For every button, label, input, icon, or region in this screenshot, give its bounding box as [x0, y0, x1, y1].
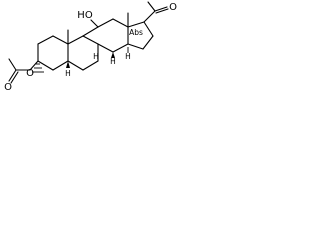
h-c5-label: H: [65, 69, 71, 78]
hydroxyl-label: HO: [77, 10, 93, 21]
h-c8-label: H: [110, 57, 116, 66]
ring-d: [127, 21, 154, 50]
h-c14-label: H: [125, 52, 131, 61]
acetate-group: [8, 58, 44, 84]
ester-ring-oxygen-label: O: [26, 68, 34, 79]
ring-c: [82, 18, 129, 53]
acetyl-side-chain: [143, 1, 169, 23]
ketone-oxygen-label: O: [169, 2, 177, 13]
h-c5: [66, 61, 70, 68]
hydroxyl-group: [90, 19, 99, 28]
ester-carbonyl-oxygen-label: O: [4, 82, 12, 93]
abs-label: Abs: [129, 28, 143, 37]
h-c8: [111, 52, 115, 58]
h-c9-label: H: [93, 52, 99, 61]
steroid-structure-diagram: O HO H H H H Abs O O: [4, 1, 177, 93]
ring-a: [37, 35, 69, 71]
